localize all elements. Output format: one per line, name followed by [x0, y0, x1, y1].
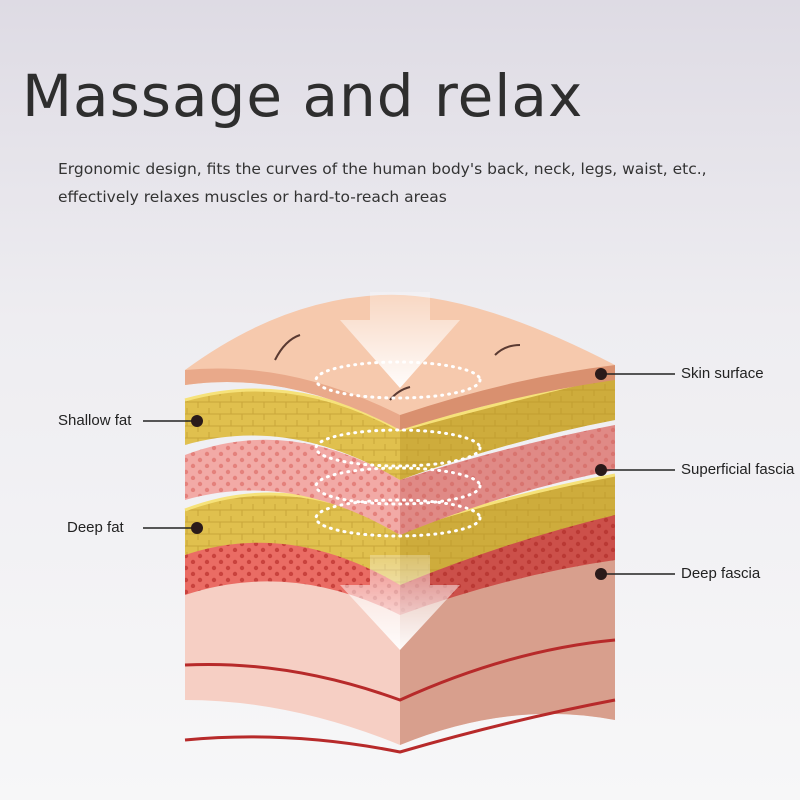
label-superficial-fascia: Superficial fascia [681, 461, 795, 478]
description-line-2: effectively relaxes muscles or hard-to-r… [58, 188, 447, 206]
label-skin-surface: Skin surface [681, 365, 764, 382]
label-pointers [143, 368, 675, 580]
label-deep-fat: Deep fat [67, 519, 124, 536]
description: Ergonomic design, fits the curves of the… [58, 155, 758, 211]
description-line-1: Ergonomic design, fits the curves of the… [58, 160, 707, 178]
label-shallow-fat: Shallow fat [58, 412, 132, 429]
page-title: Massage and relax [22, 62, 584, 130]
massage-arrow [340, 292, 460, 650]
label-deep-fascia: Deep fascia [681, 565, 761, 582]
